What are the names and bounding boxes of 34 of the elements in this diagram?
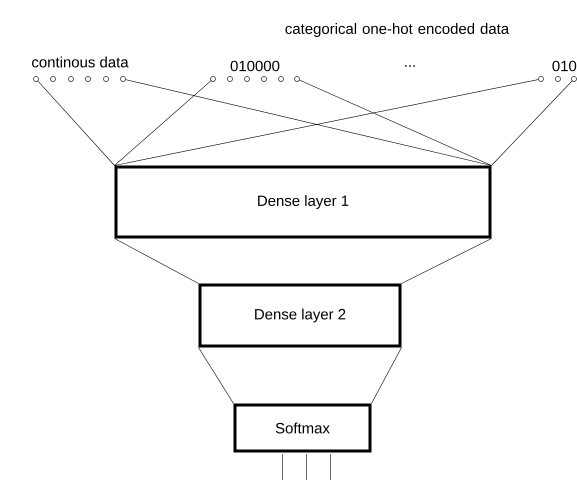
input-unit: [210, 76, 216, 82]
input-unit: [278, 76, 284, 82]
input-unit: [103, 76, 109, 82]
output-line: [330, 454, 331, 480]
input-unit: [50, 76, 56, 82]
input-unit: [68, 76, 74, 82]
connection-line: [299, 80, 492, 166]
connection-line: [114, 238, 199, 284]
input-unit: [555, 76, 561, 82]
output-line: [306, 454, 307, 480]
input-unit: [33, 76, 39, 82]
ellipsis: ...: [405, 65, 415, 67]
connection-line: [401, 238, 492, 284]
group-label: 010: [552, 60, 576, 72]
connection-line: [198, 347, 234, 404]
layer-box: Dense layer 1: [114, 165, 492, 238]
connection-line: [371, 347, 402, 404]
connection-line: [114, 80, 212, 166]
input-unit: [227, 76, 233, 82]
layer-box: Dense layer 2: [198, 283, 402, 348]
output-line: [282, 454, 283, 480]
group-label: 010000: [230, 60, 280, 72]
connection-line: [491, 80, 572, 166]
group-label: continous data: [32, 56, 129, 68]
input-unit: [85, 76, 91, 82]
group-label: categorical one-hot encoded data: [285, 23, 510, 37]
input-unit: [120, 76, 126, 82]
input-unit: [571, 76, 577, 82]
input-unit: [261, 76, 267, 82]
layer-box: Softmax: [234, 403, 372, 452]
input-unit: [244, 76, 250, 82]
input-unit: [538, 76, 544, 82]
connection-line: [38, 80, 115, 166]
input-unit: [294, 76, 300, 82]
